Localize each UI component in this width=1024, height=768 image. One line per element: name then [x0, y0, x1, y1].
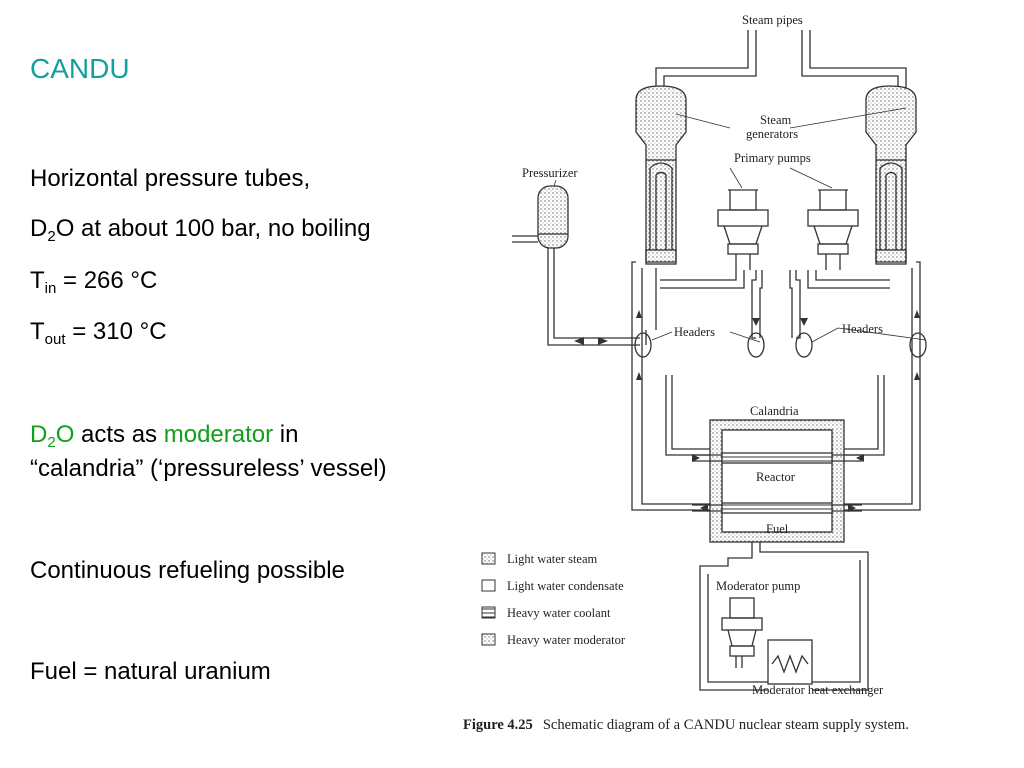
legend-swatch-steam	[481, 552, 496, 565]
legend-swatch-moderator	[481, 633, 496, 646]
legend-swatch-condensate	[481, 579, 496, 592]
bullet-refueling: Continuous refueling possible	[30, 557, 345, 584]
figure-caption-text: Schematic diagram of a CANDU nuclear ste…	[542, 717, 909, 733]
text-value: = 266 °C	[56, 267, 158, 294]
flow-arrow	[800, 318, 808, 326]
flow-arrow	[914, 372, 920, 380]
loop-left-header-pipe	[665, 375, 710, 456]
label-pressurizer: Pressurizer	[522, 166, 578, 180]
label-headers-right: Headers	[842, 322, 883, 336]
label-steam: Steam	[760, 113, 792, 127]
label-primary-pumps: Primary pumps	[734, 151, 811, 165]
label-generators: generators	[746, 127, 798, 141]
moderator-heat-exchanger	[767, 639, 813, 685]
bullet-t-out: Tout = 310 °C	[30, 318, 167, 348]
loop-left-top-right	[751, 270, 763, 339]
legend-label-condensate: Light water condensate	[507, 579, 624, 593]
figure-number: Figure 4.25	[463, 717, 533, 733]
text-value: = 310 °C	[65, 318, 167, 345]
text-d: D	[30, 421, 48, 448]
flow-arrow	[848, 504, 856, 512]
loop-left-outer	[631, 261, 710, 511]
candu-schematic: Steam pipes Steam generators Primary pum…	[481, 13, 927, 697]
candu-diagram: Steam pipes Steam generators Primary pum…	[460, 0, 1020, 768]
bullet-moderator: D2O acts as moderator in	[30, 421, 299, 451]
steam-pipe-ends	[747, 30, 811, 40]
text-moderator: moderator	[163, 421, 274, 448]
legend: Light water steam Light water condensate…	[481, 552, 626, 647]
legend-label-moderator: Heavy water moderator	[507, 633, 626, 647]
flow-arrow	[914, 310, 920, 318]
bullet-fuel: Fuel = natural uranium	[30, 658, 271, 685]
subscript-2: 2	[47, 434, 56, 451]
label-calandria: Calandria	[750, 404, 799, 418]
steam-pipe-left	[655, 40, 757, 90]
loop-right-upper	[807, 270, 890, 289]
bullet-calandria: “calandria” (‘pressureless’ vessel)	[30, 455, 387, 482]
flow-arrow	[752, 318, 760, 326]
primary-pump-left	[717, 189, 769, 270]
flow-arrow	[636, 372, 642, 380]
flow-arrow	[598, 337, 608, 345]
loop-right-outer	[844, 261, 921, 511]
label-headers-left: Headers	[674, 325, 715, 339]
label-steam-pipes: Steam pipes	[742, 13, 803, 27]
bullet-d2o-pressure: D2O at about 100 bar, no boiling	[30, 215, 371, 245]
header-right-1	[795, 332, 813, 358]
text-t: T	[30, 267, 45, 294]
figure-caption: Figure 4.25 Schematic diagram of a CANDU …	[463, 716, 963, 735]
steam-generator-right	[865, 85, 917, 263]
loop-right-header-pipe	[844, 375, 885, 456]
legend-label-coolant: Heavy water coolant	[507, 606, 611, 620]
text-d: D	[30, 215, 48, 242]
flow-arrow	[856, 454, 864, 462]
subscript-2: 2	[47, 228, 56, 245]
label-moderator-pump: Moderator pump	[716, 579, 800, 593]
loop-left-upper	[660, 270, 745, 289]
slide-title: CANDU	[30, 53, 130, 84]
loop-left-mid	[645, 268, 657, 345]
flow-arrow	[574, 337, 584, 345]
bullet-pressure-tubes: Horizontal pressure tubes,	[30, 165, 311, 192]
steam-pipe-right	[801, 40, 907, 90]
label-fuel: Fuel	[766, 522, 789, 536]
moderator-loop	[699, 542, 869, 691]
label-reactor: Reactor	[756, 470, 796, 484]
header-right-2	[909, 332, 927, 358]
text-in: in	[273, 421, 299, 448]
text-acts-as: acts as	[74, 421, 164, 448]
moderator-pump	[721, 597, 763, 668]
primary-pump-right	[807, 189, 859, 270]
legend-label-steam: Light water steam	[507, 552, 598, 566]
subscript-in: in	[44, 280, 57, 297]
legend-swatch-coolant	[481, 606, 496, 619]
flow-arrow	[636, 310, 642, 318]
steam-generator-left	[635, 85, 687, 263]
flow-arrow	[700, 504, 708, 512]
text-rest: O at about 100 bar, no boiling	[55, 215, 371, 242]
header-left-1	[634, 332, 652, 358]
pressurizer	[512, 185, 640, 346]
text-t: T	[30, 318, 45, 345]
label-moderator-heat-exchanger: Moderator heat exchanger	[752, 683, 884, 697]
flow-arrow	[692, 454, 700, 462]
header-left-2	[747, 332, 765, 358]
text-o: O	[55, 421, 75, 448]
bullet-t-in: Tin = 266 °C	[30, 267, 158, 297]
loop-right-top-left	[789, 270, 801, 339]
subscript-out: out	[44, 331, 66, 348]
